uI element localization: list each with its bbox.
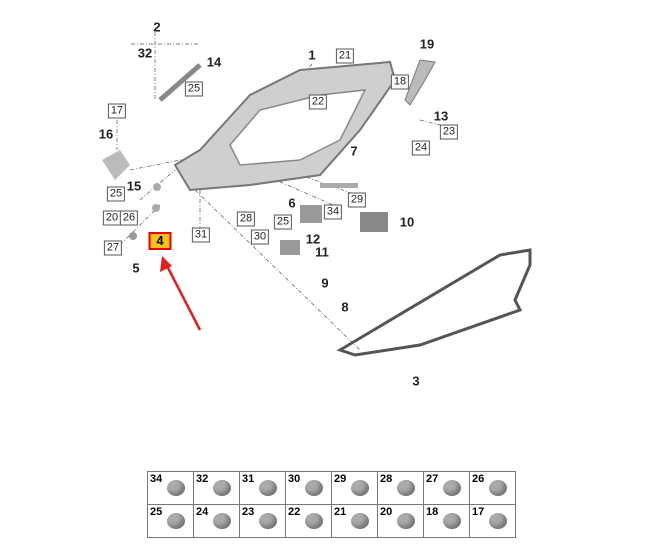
part-icon [305,480,323,496]
part-number: 22 [288,506,301,518]
part-cell[interactable]: 29 [331,471,378,505]
part-icon [351,480,369,496]
part-number: 29 [334,473,347,485]
part-cell[interactable]: 28 [377,471,424,505]
part-cell[interactable]: 27 [423,471,470,505]
part-number: 32 [196,473,209,485]
callout[interactable]: 5 [132,260,140,276]
part-cell[interactable]: 30 [285,471,332,505]
boxed-callout[interactable]: 27 [103,240,123,256]
part-cell[interactable]: 18 [423,504,470,538]
boxed-callout[interactable]: 30 [250,229,270,245]
part-icon [443,480,461,496]
boxed-callout[interactable]: 22 [308,94,328,110]
callout[interactable]: 10 [399,214,415,230]
part-icon [259,513,277,529]
part-number: 26 [472,473,485,485]
callout[interactable]: 19 [419,36,435,52]
part-icon [397,480,415,496]
boxed-callout[interactable]: 17 [107,103,127,119]
part-cell[interactable]: 22 [285,504,332,538]
callout[interactable]: 3 [412,373,420,389]
part-cell[interactable]: 34 [147,471,194,505]
part-icon [213,513,231,529]
part-cell[interactable]: 26 [469,471,516,505]
boxed-callout[interactable]: 25 [184,81,204,97]
part-cell[interactable]: 25 [147,504,194,538]
part-cell[interactable]: 24 [193,504,240,538]
boxed-callout[interactable]: 25 [273,214,293,230]
callout[interactable]: 32 [137,45,153,61]
part-icon [305,513,323,529]
callout[interactable]: 14 [206,54,222,70]
part-number: 23 [242,506,255,518]
part-icon [167,480,185,496]
callout[interactable]: 7 [350,143,358,159]
part-number: 28 [380,473,393,485]
part-cell[interactable]: 23 [239,504,286,538]
part-icon [259,480,277,496]
callout[interactable]: 9 [321,275,329,291]
part-number: 21 [334,506,347,518]
part-cell[interactable]: 32 [193,471,240,505]
part-number: 20 [380,506,393,518]
part-icon [167,513,185,529]
callout[interactable]: 6 [288,195,296,211]
callout[interactable]: 11 [315,244,329,260]
part-number: 34 [150,473,163,485]
part-number: 17 [472,506,485,518]
part-icon [489,513,507,529]
part-number: 30 [288,473,301,485]
part-number: 24 [196,506,209,518]
part-icon [443,513,461,529]
callout[interactable]: 8 [341,299,349,315]
boxed-callout[interactable]: 21 [335,48,355,64]
part-cell[interactable]: 21 [331,504,378,538]
callout[interactable]: 2 [153,19,161,35]
part-icon [489,480,507,496]
part-cell[interactable]: 17 [469,504,516,538]
fastener-parts-table: 34 32 31 30 29 28 27 26 25 24 23 22 21 2… [147,471,516,538]
callout[interactable]: 12 [305,231,321,247]
callout[interactable]: 16 [98,126,114,142]
boxed-callout[interactable]: 23 [439,124,459,140]
callout[interactable]: 13 [433,108,449,124]
part-number: 25 [150,506,163,518]
boxed-callout[interactable]: 28 [236,211,256,227]
callout[interactable]: 15 [126,178,142,194]
boxed-callout[interactable]: 26 [119,210,139,226]
part-number: 27 [426,473,439,485]
pointer-arrow [163,261,202,331]
boxed-callout[interactable]: 25 [106,186,126,202]
part-icon [397,513,415,529]
part-icon [351,513,369,529]
callout[interactable]: 1 [308,47,316,63]
boxed-callout[interactable]: 20 [102,210,122,226]
boxed-callout[interactable]: 18 [390,74,410,90]
part-number: 31 [242,473,255,485]
part-cell[interactable]: 20 [377,504,424,538]
part-number: 18 [426,506,439,518]
boxed-callout[interactable]: 34 [323,204,343,220]
boxed-callout[interactable]: 31 [191,227,211,243]
part-icon [213,480,231,496]
highlighted-callout[interactable]: 4 [148,232,172,250]
boxed-callout[interactable]: 24 [411,140,431,156]
part-cell[interactable]: 31 [239,471,286,505]
boxed-callout[interactable]: 29 [347,192,367,208]
